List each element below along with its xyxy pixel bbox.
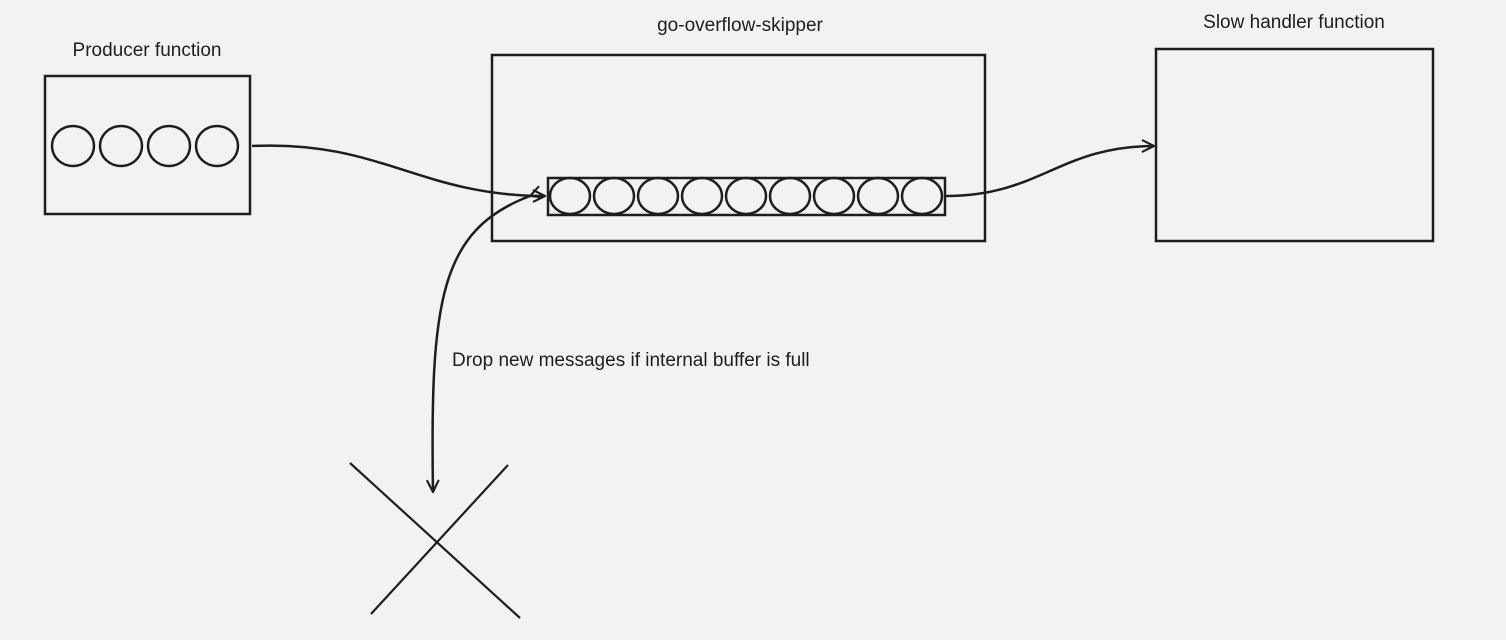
producer-title: Producer function	[72, 40, 222, 61]
drop-arrow	[426, 185, 544, 494]
buffer-message-slot	[768, 176, 812, 216]
buffer-message-slot	[812, 176, 856, 216]
buffer-to-handler-arrow	[945, 139, 1156, 198]
skipper-title: go-overflow-skipper	[657, 15, 823, 36]
discard-x-icon	[349, 462, 521, 619]
buffer-message-slot	[856, 176, 900, 216]
producer-message-slot	[98, 124, 144, 168]
producer-message-slot	[146, 124, 192, 168]
producer-queue	[50, 124, 240, 168]
producer-message-slot	[194, 124, 240, 168]
producer-to-buffer-arrow	[251, 144, 547, 203]
producer-message-slot	[50, 124, 96, 168]
internal-buffer	[546, 176, 947, 217]
buffer-message-slot	[548, 176, 592, 216]
skipper-box	[490, 53, 987, 243]
handler-title: Slow handler function	[1203, 12, 1385, 33]
buffer-message-slot	[680, 176, 724, 216]
producer-box	[43, 74, 252, 216]
buffer-message-slot	[724, 176, 768, 216]
drop-label: Drop new messages if internal buffer is …	[452, 350, 810, 371]
buffer-message-slot	[636, 176, 680, 216]
buffer-message-slot	[592, 176, 636, 216]
buffer-message-slot	[900, 176, 944, 216]
handler-box	[1154, 47, 1435, 243]
buffer-slots	[548, 176, 944, 216]
